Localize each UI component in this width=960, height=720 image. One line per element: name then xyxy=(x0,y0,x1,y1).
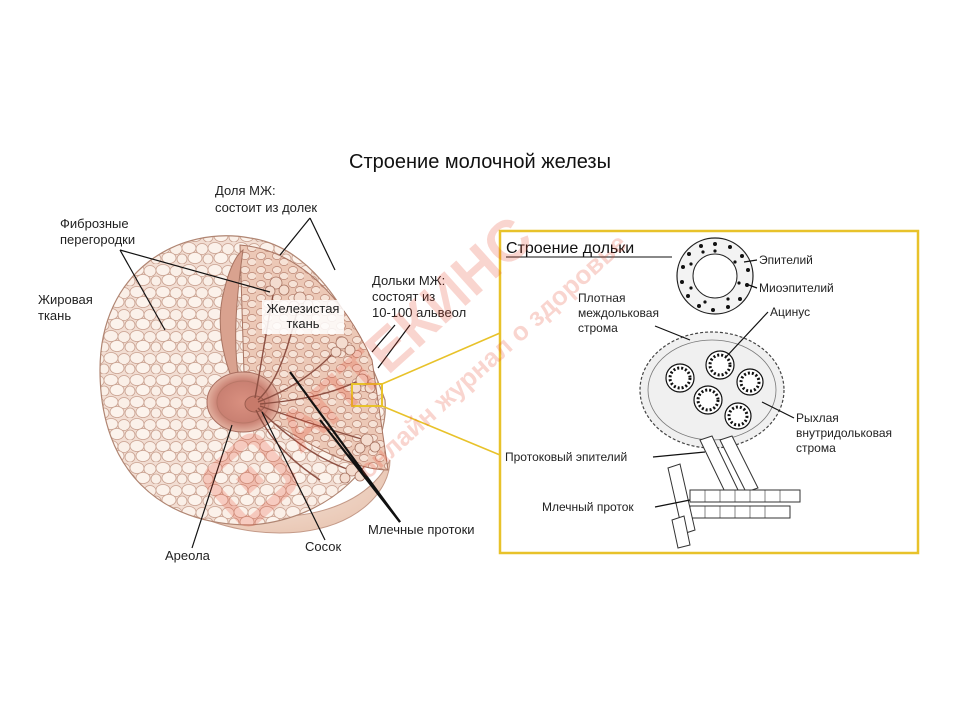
duct-cells xyxy=(704,490,781,518)
label-nipple: Сосок xyxy=(261,411,341,554)
svg-text:Фиброзные: Фиброзные xyxy=(60,216,129,231)
label-milk-duct: Млечный проток xyxy=(542,499,691,514)
label-fat-tissue: Жировая ткань xyxy=(38,292,93,323)
svg-text:Ареола: Ареола xyxy=(165,548,211,563)
svg-text:Рыхлая: Рыхлая xyxy=(796,411,839,425)
label-loose-stroma: Рыхлая внутридольковая строма xyxy=(761,401,892,455)
label-epithelium: Эпителий xyxy=(743,253,813,267)
svg-text:Млечные протоки: Млечные протоки xyxy=(368,522,475,537)
svg-text:ткань: ткань xyxy=(286,316,319,331)
svg-text:Протоковый эпителий: Протоковый эпителий xyxy=(505,450,627,464)
svg-text:состоит из долек: состоит из долек xyxy=(215,200,317,215)
areola-ring xyxy=(216,380,270,424)
svg-text:Сосок: Сосок xyxy=(305,539,341,554)
label-lobe: Доля МЖ: состоит из долек xyxy=(215,183,336,271)
highlighted-lobule-box xyxy=(351,383,383,407)
svg-text:Эпителий: Эпителий xyxy=(759,253,813,267)
svg-text:внутридольковая: внутридольковая xyxy=(796,426,892,440)
svg-text:10-100 альвеол: 10-100 альвеол xyxy=(372,305,466,320)
acinus-detail xyxy=(676,237,754,315)
svg-text:Доля МЖ:: Доля МЖ: xyxy=(215,183,276,198)
svg-text:ткань: ткань xyxy=(38,308,71,323)
svg-text:состоят из: состоят из xyxy=(372,289,435,304)
duct-drawing xyxy=(667,435,801,549)
label-milk-ducts: Млечные протоки xyxy=(289,371,475,537)
lobule-body xyxy=(639,331,785,449)
zoom-connectors xyxy=(381,332,501,456)
svg-text:Ацинус: Ацинус xyxy=(770,305,810,319)
diagram-title: Строение молочной железы xyxy=(349,151,611,173)
milk-ducts-drawing xyxy=(254,284,366,481)
label-glandular-tissue: Железистая ткань xyxy=(262,300,344,334)
svg-text:междольковая: междольковая xyxy=(578,306,659,320)
label-myoepithelium: Миоэпителий xyxy=(745,281,834,295)
inset-title: Строение дольки xyxy=(506,240,634,257)
svg-text:строма: строма xyxy=(578,321,618,335)
label-duct-epithelium: Протоковый эпителий xyxy=(505,450,706,464)
svg-text:перегородки: перегородки xyxy=(60,232,135,247)
label-dense-stroma: Плотная междольковая строма xyxy=(578,291,691,341)
svg-text:Плотная: Плотная xyxy=(578,291,625,305)
svg-text:Миоэпителий: Миоэпителий xyxy=(759,281,834,295)
svg-text:строма: строма xyxy=(796,441,836,455)
label-areola: Ареола xyxy=(165,424,233,563)
lobule-inset: Строение дольки xyxy=(498,229,920,555)
svg-text:Дольки МЖ:: Дольки МЖ: xyxy=(372,273,445,288)
svg-text:Млечный проток: Млечный проток xyxy=(542,500,634,514)
label-fibrous-septa: Фиброзные перегородки xyxy=(60,216,271,331)
label-lobules: Дольки МЖ: состоят из 10-100 альвеол xyxy=(371,273,466,369)
label-acinus: Ацинус xyxy=(725,305,810,358)
watermark-logo xyxy=(203,433,297,527)
svg-text:Жировая: Жировая xyxy=(38,292,93,307)
svg-text:Железистая: Железистая xyxy=(267,301,340,316)
